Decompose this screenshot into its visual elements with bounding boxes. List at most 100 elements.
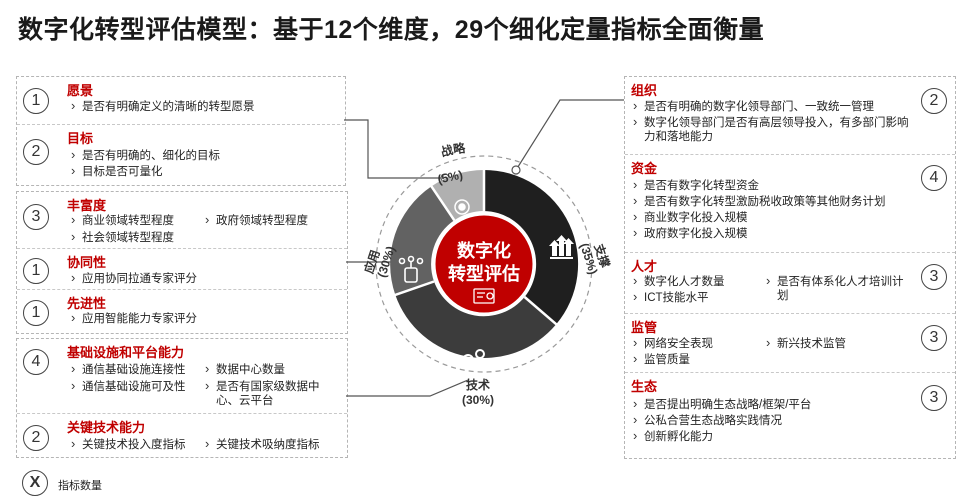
synergy-count-badge: 1: [23, 258, 49, 284]
fund-title: 资金: [631, 161, 658, 176]
reg-item: 新兴技术监管: [766, 336, 846, 351]
connector-dot-support: [511, 165, 521, 175]
legend-label: 指标数量: [58, 480, 102, 492]
infra-count-badge: 4: [23, 349, 49, 375]
page-title: 数字化转型评估模型：基于12个维度，29个细化定量指标全面衡量: [18, 16, 765, 44]
gears-icon: [462, 349, 485, 370]
segment-strategy: [431, 170, 484, 221]
eco-item: 创新孵化能力: [633, 429, 713, 444]
connector-dot-strategy: [440, 173, 450, 183]
richness-section: 3 丰富度 商业领域转型程度 政府领域转型程度 社会领域转型程度: [17, 192, 347, 247]
richness-item: 政府领域转型程度: [205, 213, 308, 228]
strategy-panel: 1 愿景 是否有明确定义的清晰的转型愿景 2 目标 是否有明确的、细化的目标 目…: [16, 76, 346, 186]
keytech-item: 关键技术投入度指标: [71, 437, 185, 452]
application-panel: 3 丰富度 商业领域转型程度 政府领域转型程度 社会领域转型程度 1 协同性 应…: [16, 191, 348, 334]
fund-item: 是否有数字化转型激励税收政策等其他财务计划: [633, 194, 885, 209]
reg-item: 监管质量: [633, 352, 690, 367]
connector-support: [515, 99, 624, 171]
apps-icon: [398, 255, 424, 283]
infra-title: 基础设施和平台能力: [67, 345, 185, 360]
fund-item: 是否有数字化转型资金: [633, 178, 759, 193]
infra-section: 4 基础设施和平台能力 通信基础设施连接性 数据中心数量 通信基础设施可及性 是…: [17, 339, 347, 412]
growth-icon: [549, 235, 574, 259]
infra-item: 通信基础设施连接性: [71, 362, 185, 377]
strategy-name: 战略: [439, 140, 467, 160]
fund-section: 4 资金 是否有数字化转型资金 是否有数字化转型激励税收政策等其他财务计划 商业…: [625, 154, 955, 252]
target-icon: [454, 199, 470, 215]
fund-item: 政府数字化投入规模: [633, 226, 747, 241]
eco-item: 公私合营生态战略实践情况: [633, 413, 782, 428]
goal-count-badge: 2: [23, 139, 49, 165]
goal-item: 目标是否可量化: [71, 164, 162, 179]
advanced-item: 应用智能能力专家评分: [71, 311, 197, 326]
center-title-line2: 转型评估: [448, 263, 520, 284]
richness-count-badge: 3: [23, 204, 49, 230]
technology-panel: 4 基础设施和平台能力 通信基础设施连接性 数据中心数量 通信基础设施可及性 是…: [16, 338, 348, 458]
talent-item: ICT技能水平: [633, 290, 708, 305]
richness-item: 社会领域转型程度: [71, 230, 174, 245]
org-title: 组织: [631, 83, 658, 98]
keytech-title: 关键技术能力: [67, 420, 146, 435]
goal-title: 目标: [67, 131, 94, 146]
vision-item: 是否有明确定义的清晰的转型愿景: [71, 99, 254, 114]
synergy-title: 协同性: [67, 255, 107, 270]
org-section: 2 组织 是否有明确的数字化领导部门、一致统一管理 数字化领导部门是否有高层领导…: [625, 77, 955, 153]
synergy-item: 应用协同拉通专家评分: [71, 271, 197, 286]
fund-count-badge: 4: [921, 165, 947, 191]
org-item: 是否有明确的数字化领导部门、一致统一管理: [633, 99, 874, 114]
goal-section: 2 目标 是否有明确的、细化的目标 目标是否可量化: [17, 124, 345, 186]
talent-item: 数字化人才数量: [633, 274, 724, 289]
support-panel: 2 组织 是否有明确的数字化领导部门、一致统一管理 数字化领导部门是否有高层领导…: [624, 76, 956, 459]
talent-count-badge: 3: [921, 264, 947, 290]
technology-name: 技术: [466, 377, 490, 392]
application-weight: (30%): [375, 244, 398, 279]
legend-badge: X: [22, 470, 48, 496]
talent-section: 3 人才 数字化人才数量 是否有体系化人才培训计划 ICT技能水平: [625, 252, 955, 313]
vision-count-badge: 1: [23, 88, 49, 114]
outer-dashed-ring: [375, 155, 593, 373]
report-icon: [473, 288, 495, 304]
connector-strategy: [344, 119, 445, 179]
org-item: 数字化领导部门是否有高层领导投入，有多部门影响力和落地能力: [633, 115, 910, 144]
keytech-section: 2 关键技术能力 关键技术投入度指标 关键技术吸纳度指标: [17, 413, 347, 458]
keytech-item: 关键技术吸纳度指标: [205, 437, 319, 452]
infra-item: 数据中心数量: [205, 362, 285, 377]
advanced-count-badge: 1: [23, 300, 49, 326]
reg-count-badge: 3: [921, 325, 947, 351]
reg-section: 3 监管 网络安全表现 新兴技术监管 监管质量: [625, 313, 955, 372]
talent-title: 人才: [631, 259, 658, 274]
support-weight: (35%): [577, 241, 600, 276]
richness-item: 商业领域转型程度: [71, 213, 174, 228]
connector-dot-application: [405, 257, 415, 267]
infra-item: 通信基础设施可及性: [71, 379, 185, 394]
application-name: 应用: [361, 248, 383, 275]
fund-item: 商业数字化投入规模: [633, 210, 747, 225]
separator: [523, 296, 559, 327]
reg-item: 网络安全表现: [633, 336, 713, 351]
center-title-line1: 数字化: [457, 240, 511, 261]
goal-item: 是否有明确的、细化的目标: [71, 148, 220, 163]
eco-title: 生态: [631, 379, 658, 394]
richness-title: 丰富度: [67, 198, 107, 213]
connector-lines: [344, 99, 624, 397]
keytech-count-badge: 2: [23, 425, 49, 451]
separator: [429, 184, 456, 221]
advanced-section: 1 先进性 应用智能能力专家评分: [17, 289, 347, 334]
center-circle: [432, 212, 536, 316]
segment-support: [484, 169, 579, 325]
segment-technology: [395, 281, 557, 359]
talent-item: 是否有体系化人才培训计划: [766, 274, 907, 303]
connector-technology: [346, 379, 469, 397]
separator: [392, 280, 435, 297]
technology-weight: (30%): [462, 393, 494, 407]
eco-item: 是否提出明确生态战略/框架/平台: [633, 397, 811, 412]
reg-title: 监管: [631, 320, 658, 335]
infra-item: 是否有国家级数据中心、云平台: [205, 379, 340, 408]
strategy-weight-label: (5%): [436, 168, 464, 187]
synergy-section: 1 协同性 应用协同拉通专家评分: [17, 248, 347, 290]
support-name: 支撑: [591, 241, 613, 269]
eco-section: 3 生态 是否提出明确生态战略/框架/平台 公私合营生态战略实践情况 创新孵化能…: [625, 372, 955, 459]
eco-count-badge: 3: [921, 385, 947, 411]
org-count-badge: 2: [921, 88, 947, 114]
segment-application: [390, 186, 455, 295]
